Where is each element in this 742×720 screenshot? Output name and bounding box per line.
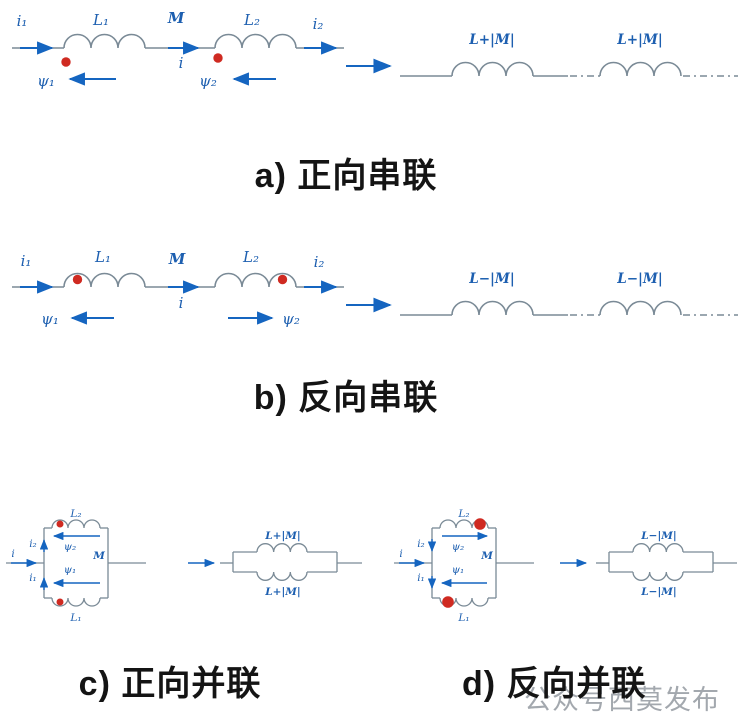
label-psi2: ψ₂ xyxy=(282,310,300,328)
equivalent-inductor-top xyxy=(632,543,684,553)
label-i2: i₂ xyxy=(417,538,425,550)
circuit-c-equivalent: L+|M| L+|M| xyxy=(220,530,362,598)
circuit-b-coupled: i₁ L₁ M i L₂ i₂ ψ₁ ψ₂ xyxy=(12,248,344,328)
label-M: M xyxy=(92,550,105,562)
label-i1: i₁ xyxy=(29,572,37,584)
watermark: 公众号西莫发布 xyxy=(524,685,720,715)
label-M: M xyxy=(480,550,493,562)
polarity-dot-L2 xyxy=(213,53,223,63)
label-i2: i₂ xyxy=(314,253,325,271)
label-psi1: ψ₁ xyxy=(64,564,76,576)
caption-d: d) 反向并联 xyxy=(462,665,647,703)
label-i2: i₂ xyxy=(29,538,37,550)
label-i: i xyxy=(399,548,402,560)
label-i: i xyxy=(179,54,184,72)
caption-b: b) 反向串联 xyxy=(253,379,439,417)
label-L2: L₂ xyxy=(69,508,81,520)
circuit-a: i₁ L₁ M i L₂ i₂ ψ₁ ψ₂ L+|M| L+|M| xyxy=(12,9,738,90)
label-eq-coil2: L−|M| xyxy=(616,271,663,287)
label-L2: L₂ xyxy=(243,11,260,29)
label-L2: L₂ xyxy=(242,248,259,266)
equivalent-inductor-1 xyxy=(451,300,534,316)
label-L1: L₁ xyxy=(457,612,469,624)
label-i: i xyxy=(11,548,14,560)
equivalent-inductor-top xyxy=(256,543,308,553)
equivalent-inductor-2 xyxy=(599,300,682,316)
label-L1: L₁ xyxy=(69,612,81,624)
edges xyxy=(608,552,714,572)
equivalent-inductor-2 xyxy=(599,61,682,77)
label-psi2: ψ₂ xyxy=(64,541,76,553)
circuit-d-equivalent: L−|M| L−|M| xyxy=(596,530,737,598)
label-i1: i₁ xyxy=(17,12,28,30)
circuit-c-coupled: i L₂ L₁ i₂ i₁ ψ₂ ψ₁ M xyxy=(6,508,146,624)
label-psi2: ψ₂ xyxy=(199,72,217,90)
inductor-L1-coil xyxy=(63,272,146,288)
circuit-a-coupled: i₁ L₁ M i L₂ i₂ ψ₁ ψ₂ xyxy=(12,9,344,90)
inductor-L1-coil xyxy=(63,33,146,49)
edges xyxy=(232,552,338,572)
label-eq-top: L−|M| xyxy=(640,530,676,542)
polarity-dot-L1 xyxy=(61,57,71,67)
inductor-L2-coil xyxy=(214,33,297,49)
label-i: i xyxy=(179,294,184,312)
equivalent-inductor-1 xyxy=(451,61,534,77)
label-eq-bottom: L+|M| xyxy=(264,586,300,598)
label-L1: L₁ xyxy=(94,248,111,266)
equivalent-inductor-bottom xyxy=(632,571,684,581)
polarity-dot-L1 xyxy=(442,596,454,608)
label-eq-bottom: L−|M| xyxy=(640,586,676,598)
circuit-b: i₁ L₁ M i L₂ i₂ ψ₁ ψ₂ L−|M| L−|M| xyxy=(12,248,738,328)
circuits-c-d: i L₂ L₁ i₂ i₁ ψ₂ ψ₁ M L+|M| L+|M| xyxy=(6,508,737,624)
label-M: M xyxy=(167,9,185,27)
inductor-L1-coil xyxy=(51,597,101,607)
polarity-dot-L2 xyxy=(56,520,64,528)
label-psi1: ψ₁ xyxy=(452,564,464,576)
label-eq-top: L+|M| xyxy=(264,530,300,542)
label-psi1: ψ₁ xyxy=(41,310,59,328)
label-eq-coil1: L−|M| xyxy=(468,271,515,287)
label-psi1: ψ₁ xyxy=(37,72,55,90)
circuit-b-equivalent: L−|M| L−|M| xyxy=(400,271,738,316)
polarity-dot-L1 xyxy=(56,598,64,606)
polarity-dot-L1 xyxy=(72,274,83,285)
inductor-L2-coil xyxy=(51,519,101,529)
label-psi2: ψ₂ xyxy=(452,541,464,553)
label-i2: i₂ xyxy=(313,15,324,33)
caption-c: c) 正向并联 xyxy=(78,665,262,703)
label-i1: i₁ xyxy=(417,572,425,584)
label-eq-coil2: L+|M| xyxy=(616,32,663,48)
polarity-dot-L2 xyxy=(277,274,288,285)
inductor-L2-coil xyxy=(214,272,297,288)
label-i1: i₁ xyxy=(21,252,32,270)
circuit-d-coupled: i L₂ L₁ i₂ i₁ ψ₂ ψ₁ M xyxy=(394,508,534,624)
equivalent-inductor-bottom xyxy=(256,571,308,581)
label-eq-coil1: L+|M| xyxy=(468,32,515,48)
label-M: M xyxy=(168,250,186,268)
label-L2: L₂ xyxy=(457,508,469,520)
polarity-dot-L2 xyxy=(474,518,486,530)
label-L1: L₁ xyxy=(92,11,109,29)
caption-a: a) 正向串联 xyxy=(254,157,438,195)
circuit-a-equivalent: L+|M| L+|M| xyxy=(400,32,738,77)
